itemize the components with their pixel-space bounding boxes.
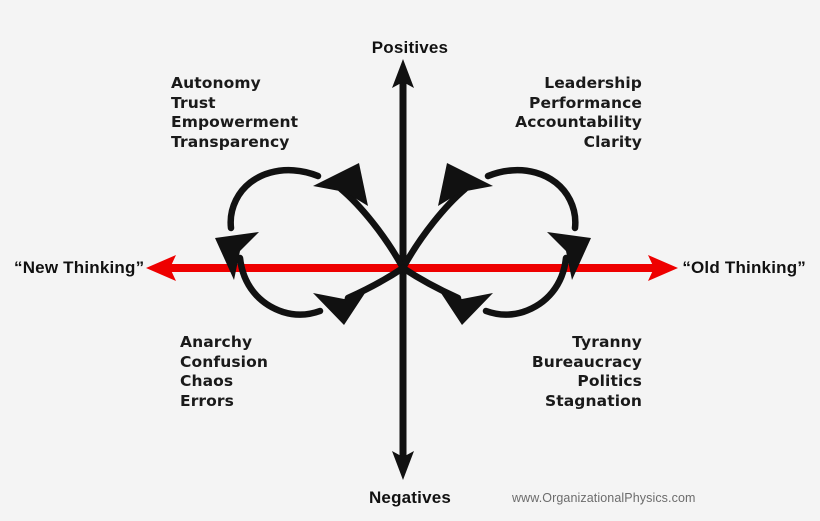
axis-label-new-thinking: “New Thinking” — [14, 258, 145, 277]
vertical-axis-arrow-up-icon — [392, 59, 414, 88]
axis-label-positives: Positives — [371, 38, 449, 57]
quadrant-item: Clarity — [583, 132, 642, 151]
axis-label-old-thinking: “Old Thinking” — [682, 258, 806, 277]
loop-left-seg-left-to-bottom — [236, 254, 324, 318]
quadrant-item: Confusion — [180, 352, 268, 371]
quadrant-old-thinking-positives: Leadership Performance Accountability Cl… — [515, 74, 642, 152]
loop-right-seg-center-to-top — [399, 185, 469, 272]
loop-right-seg-right-to-bottom — [482, 254, 570, 318]
quadrant-item: Tyranny — [572, 333, 642, 351]
horizontal-axis-arrow-left-icon — [146, 255, 176, 281]
quadrant-new-thinking-negatives: Anarchy Confusion Chaos Errors — [180, 333, 268, 411]
loop-arrow-left-side-icon — [215, 232, 259, 280]
loop-left-seg-top-to-left — [227, 166, 322, 232]
quadrant-item: Errors — [180, 391, 234, 410]
vertical-axis-arrow-down-icon — [392, 451, 414, 480]
quadrant-item: Bureaucracy — [531, 352, 642, 371]
loop-arrow-left-top-icon — [313, 163, 368, 206]
loop-arrow-left-bottom-icon — [313, 287, 369, 325]
loop-right-seg-top-to-right — [484, 166, 579, 232]
quadrant-new-thinking-positives: Autonomy Trust Empowerment Transparency — [171, 74, 298, 152]
infinity-loop — [227, 166, 579, 318]
loop-arrow-right-bottom-icon — [437, 287, 493, 325]
source-credit: www.OrganizationalPhysics.com — [512, 491, 696, 505]
quadrant-item: Stagnation — [544, 391, 642, 410]
loop-arrowheads — [215, 163, 591, 325]
quadrant-old-thinking-negatives: Tyranny Bureaucracy Politics Stagnation — [532, 333, 642, 411]
quadrant-item: Leadership — [544, 74, 642, 92]
quadrant-item: Chaos — [180, 372, 234, 390]
axis-label-negatives: Negatives — [368, 488, 452, 507]
quadrant-item: Anarchy — [180, 333, 253, 351]
quadrant-item: Accountability — [515, 113, 642, 131]
quadrant-item: Politics — [577, 372, 642, 390]
horizontal-axis-arrow-right-icon — [648, 255, 678, 281]
quadrant-item: Trust — [171, 93, 216, 112]
loop-arrow-right-top-icon — [438, 163, 493, 206]
loop-arrow-right-side-icon — [547, 232, 591, 280]
loop-left-seg-center-to-top — [337, 185, 407, 272]
quadrant-item: Transparency — [171, 132, 290, 151]
quadrant-item: Performance — [529, 93, 642, 112]
quadrant-item: Empowerment — [171, 113, 299, 131]
quadrant-item: Autonomy — [171, 74, 261, 92]
